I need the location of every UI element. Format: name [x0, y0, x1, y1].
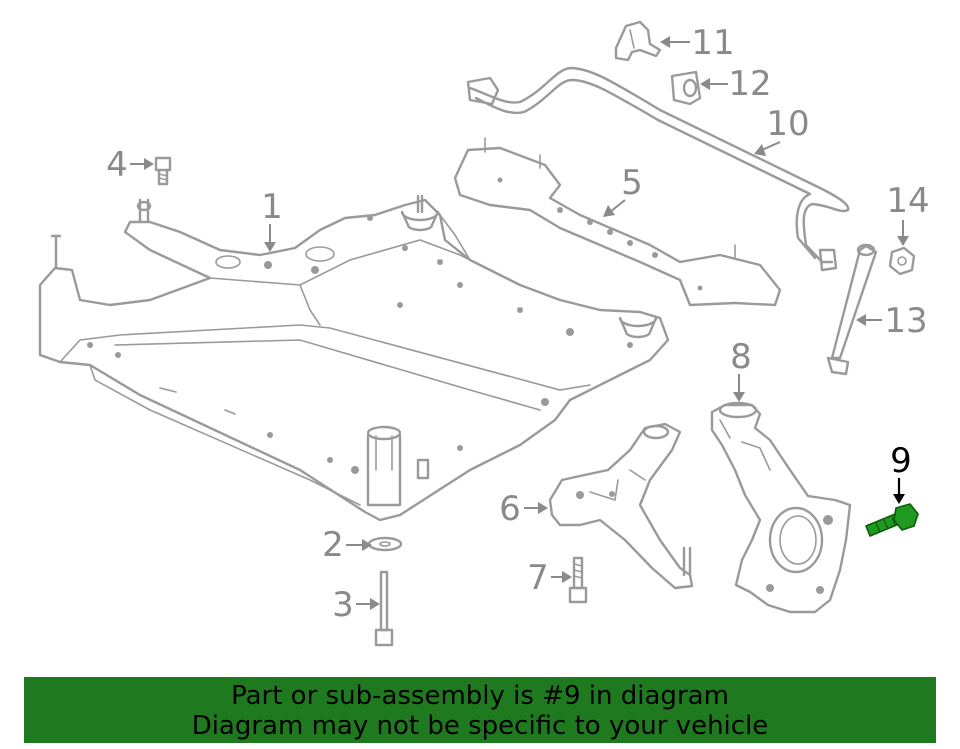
callout-4: 4 — [106, 145, 154, 185]
nut-part-14[interactable] — [888, 246, 916, 276]
long-bolt-part-3[interactable] — [374, 570, 394, 647]
callout-label-12: 12 — [728, 64, 771, 104]
callout-label-1: 1 — [261, 187, 283, 227]
stabilizer-bar-part-10[interactable] — [466, 66, 850, 272]
callout-10: 10 — [754, 104, 810, 156]
callout-label-14: 14 — [886, 181, 929, 221]
parts-diagram: 1 2 3 4 5 6 7 8 9 10 — [38, 20, 930, 647]
callout-13: 13 — [856, 301, 928, 341]
callout-label-7: 7 — [527, 558, 549, 598]
callout-3: 3 — [332, 585, 380, 625]
callout-1: 1 — [261, 187, 283, 252]
steering-knuckle-part-8[interactable] — [710, 401, 852, 614]
callout-6: 6 — [499, 489, 548, 529]
callout-label-8: 8 — [730, 337, 752, 377]
callout-11: 11 — [660, 23, 735, 63]
subframe-part-1[interactable] — [38, 194, 670, 522]
banner-line-disclaimer: Diagram may not be specific to your vehi… — [191, 711, 769, 741]
callout-label-6: 6 — [499, 489, 521, 529]
bushing-clamp-part-11[interactable] — [614, 20, 662, 62]
callout-9-highlighted: 9 — [890, 441, 912, 504]
callout-label-9: 9 — [890, 441, 912, 481]
callout-label-4: 4 — [106, 145, 128, 185]
callout-8: 8 — [730, 337, 752, 402]
callout-2: 2 — [322, 525, 372, 565]
bolt-part-4[interactable] — [154, 156, 172, 186]
stabilizer-link-part-13[interactable] — [826, 243, 878, 376]
bushing-part-12[interactable] — [670, 70, 702, 106]
bolt-part-7[interactable] — [568, 556, 588, 604]
callout-label-2: 2 — [322, 525, 344, 565]
callout-label-10: 10 — [766, 104, 809, 144]
lower-control-arm-part-6[interactable] — [548, 422, 694, 590]
callout-label-13: 13 — [884, 301, 927, 341]
brace-plate-part-5[interactable] — [453, 137, 782, 307]
callout-label-5: 5 — [621, 163, 643, 203]
callout-12: 12 — [700, 64, 772, 104]
callout-7: 7 — [527, 558, 572, 598]
bolt-part-9-highlighted[interactable] — [865, 503, 919, 537]
washer-part-2[interactable] — [367, 536, 403, 552]
callout-label-3: 3 — [332, 585, 354, 625]
callout-14: 14 — [886, 181, 930, 246]
callout-label-11: 11 — [691, 23, 734, 63]
callout-5: 5 — [603, 163, 643, 217]
info-banner: Part or sub-assembly is #9 in diagram Di… — [24, 677, 936, 743]
banner-line-part-number: Part or sub-assembly is #9 in diagram — [231, 681, 729, 711]
